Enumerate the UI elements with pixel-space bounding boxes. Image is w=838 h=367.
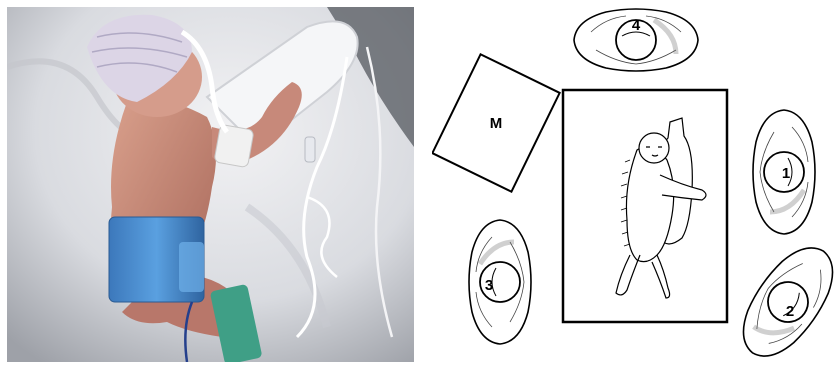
position-3-person <box>469 220 531 344</box>
arm-splint <box>214 124 254 167</box>
table-label: M <box>490 115 503 132</box>
table-m: M <box>432 54 559 191</box>
iv-connector <box>305 137 315 162</box>
position-diagram: M 4 1 2 3 <box>432 0 838 367</box>
position-2-person <box>727 233 838 367</box>
position-2-label: 2 <box>786 303 794 320</box>
position-1-label: 1 <box>782 165 790 182</box>
blue-pad-flap <box>179 242 204 292</box>
position-4-person: 4 <box>574 9 698 71</box>
position-3-label: 3 <box>485 277 493 294</box>
position-4-label: 4 <box>632 17 641 34</box>
infant-photo <box>7 7 414 362</box>
